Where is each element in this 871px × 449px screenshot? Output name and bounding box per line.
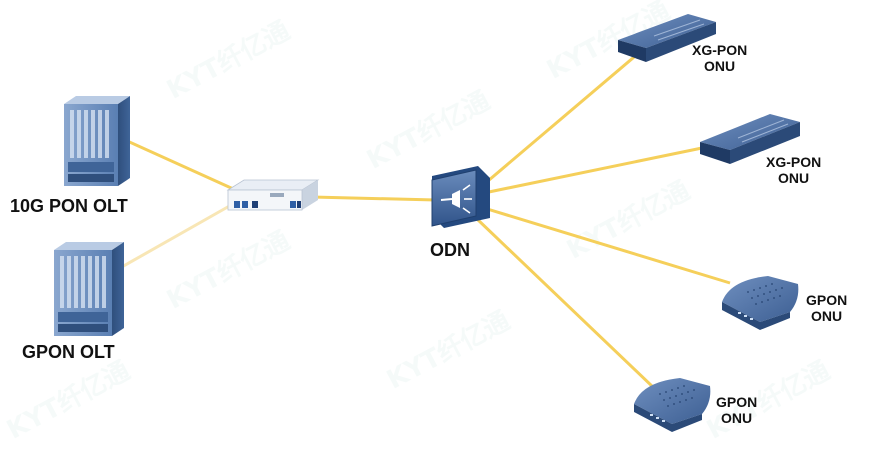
- gpon-onu-icon: [722, 276, 799, 330]
- wdm-combiner-icon: [226, 179, 320, 211]
- label-10g-pon-olt: 10G PON OLT: [10, 196, 128, 216]
- fiber-link-onu1: [481, 50, 641, 188]
- olt-rack-icon: [54, 242, 124, 336]
- xgpon-onu-icon: [700, 114, 800, 164]
- fiber-link-trunk: [311, 195, 437, 202]
- label-odn: ODN: [430, 240, 470, 260]
- xgpon-onu-icon: [618, 14, 716, 62]
- fiber-link-onu4: [474, 216, 656, 390]
- fiber-link-gpon-olt: [119, 198, 241, 270]
- fiber-links: [119, 50, 731, 390]
- label-xgpon-onu-1: XG-PON ONU: [692, 42, 748, 75]
- fiber-link-onu2: [483, 146, 703, 195]
- odn-splitter-icon: [431, 166, 490, 228]
- label-gpon-onu-4: GPON ONU: [716, 394, 758, 427]
- gpon-onu-icon: [634, 378, 711, 432]
- fiber-link-10g-olt: [124, 138, 241, 194]
- label-gpon-olt: GPON OLT: [22, 342, 115, 362]
- fiber-link-onu3: [483, 206, 731, 285]
- olt-rack-icon: [64, 96, 130, 186]
- label-gpon-onu-3: GPON ONU: [806, 292, 848, 325]
- label-xgpon-onu-2: XG-PON ONU: [766, 154, 822, 187]
